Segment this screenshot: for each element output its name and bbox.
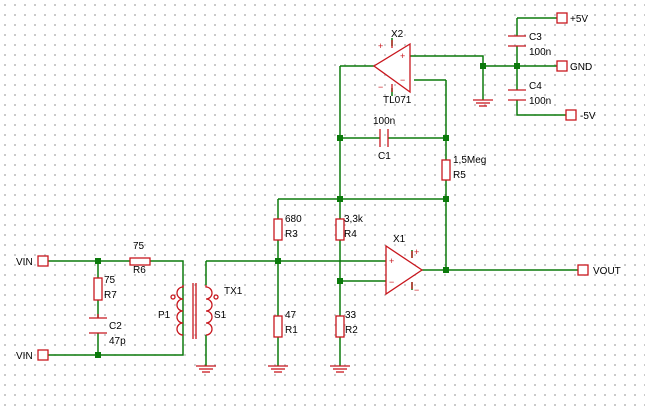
component-ref: R6 (133, 265, 146, 276)
resistor-r4: 3,3k R4 (335, 214, 364, 241)
capacitor-c4: C4 100n (508, 81, 551, 107)
component-value: TL071 (383, 95, 412, 106)
component-value: 75 (104, 275, 116, 286)
component-ref: C2 (109, 321, 122, 332)
component-value: 100n (529, 47, 551, 58)
component-value: 100n (373, 116, 395, 127)
component-ref: R3 (285, 229, 298, 240)
resistor-r5: 1,5Meg R5 (441, 155, 486, 181)
port-label: +5V (570, 14, 588, 25)
port-label: VIN (16, 257, 33, 268)
port-label: GND (570, 62, 592, 73)
polarity-dot-icon (170, 294, 176, 300)
component-ref: C3 (529, 32, 542, 43)
component-ref: X1 (393, 234, 406, 245)
resistor-r7: 75 R7 (93, 275, 117, 301)
component-ref: R4 (344, 229, 357, 240)
junction-dot (275, 258, 281, 264)
junction-dot (337, 278, 343, 284)
port-neg5v: -5V (565, 109, 596, 122)
junction-dot (443, 135, 449, 141)
wires (48, 17, 578, 366)
port-label: -5V (580, 111, 596, 122)
opamp-supply-minus-sign: − (414, 285, 419, 295)
ground-icon (330, 365, 350, 373)
junction-dot (337, 135, 343, 141)
opamp-plus-sign: + (389, 256, 394, 266)
opamp-minus-sign: − (400, 75, 405, 85)
opamp-plus-sign: + (400, 51, 405, 61)
resistor-r1: 47 R1 (273, 310, 298, 338)
component-value: 100n (529, 96, 551, 107)
component-value: 47p (109, 336, 126, 347)
opamp-x2: + − + − X2 TL071 (372, 29, 412, 106)
component-ref: C1 (378, 151, 391, 162)
component-value: 33 (345, 310, 357, 321)
junction-dot (443, 196, 449, 202)
component-value: 47 (285, 310, 297, 321)
junction-dot (514, 63, 520, 69)
junction-dot (95, 258, 101, 264)
junctions (95, 63, 520, 358)
coil-label-secondary: S1 (214, 310, 227, 321)
component-value: 75 (133, 241, 145, 252)
component-value: 3,3k (344, 214, 364, 225)
component-ref: R2 (345, 325, 358, 336)
component-ref: TX1 (224, 286, 243, 297)
junction-dot (95, 352, 101, 358)
port-label: VOUT (593, 266, 621, 277)
opamp-supply-plus-sign: + (414, 247, 419, 257)
port-pos5v: +5V (556, 12, 588, 25)
coil-label-primary: P1 (158, 310, 171, 321)
component-ref: R5 (453, 170, 466, 181)
junction-dot (443, 267, 449, 273)
port-gnd: GND (556, 60, 592, 73)
opamp-minus-sign: − (389, 277, 394, 287)
ground-icon (473, 99, 493, 107)
ground-icon (196, 365, 216, 373)
capacitor-c2: C2 47p (89, 314, 126, 347)
capacitor-c3: C3 100n (508, 32, 551, 58)
port-label: VIN (16, 351, 33, 362)
opamp-x1: + − + − X1 (385, 234, 424, 296)
capacitor-c1: 100n C1 (373, 116, 395, 162)
junction-dot (480, 63, 486, 69)
component-ref: C4 (529, 81, 542, 92)
component-ref: R7 (104, 290, 117, 301)
opamp-supply-minus-sign: − (378, 82, 383, 92)
ground-icon (268, 365, 288, 373)
component-value: 1,5Meg (453, 155, 486, 166)
transformer-tx1: TX1 P1 S1 (158, 283, 243, 339)
polarity-dot-icon (213, 294, 219, 300)
port-vout: VOUT (577, 264, 621, 277)
junction-dot (337, 196, 343, 202)
resistor-r3: 680 R3 (273, 214, 302, 241)
component-ref: X2 (391, 29, 404, 40)
resistor-r2: 33 R2 (335, 310, 358, 338)
port-vin-top: VIN (16, 255, 49, 268)
component-value: 680 (285, 214, 302, 225)
component-ref: R1 (285, 325, 298, 336)
resistor-r6: 75 R6 (129, 241, 151, 276)
port-vin-bottom: VIN (16, 349, 49, 362)
opamp-supply-plus-sign: + (378, 41, 383, 51)
